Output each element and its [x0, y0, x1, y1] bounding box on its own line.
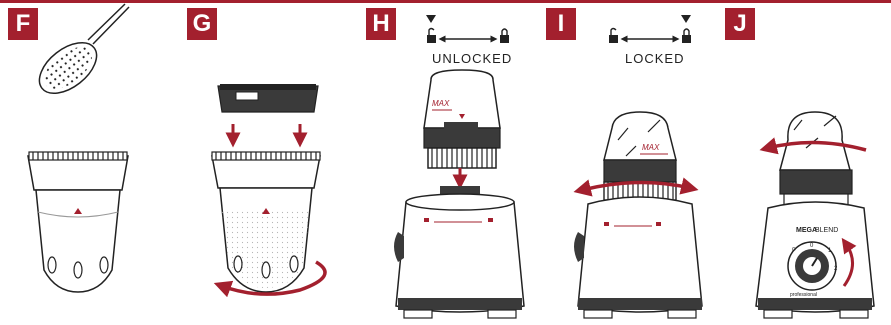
panel-h-lock-indicator: [426, 15, 509, 43]
panel-f-scoop-illustration: [30, 4, 129, 103]
triangle-indicator-icon: [681, 15, 691, 23]
lock-open-icon: [609, 29, 618, 44]
triangle-indicator-icon: [426, 15, 436, 23]
panel-j-blender-illustration: MEGA BLEND 0 1 2 P professional: [756, 112, 874, 318]
arrow-down-icon: [233, 124, 300, 140]
lock-closed-icon: [500, 29, 509, 43]
panel-i-lock-indicator: [609, 15, 691, 43]
panel-g-cup-illustration: [212, 152, 320, 292]
max-mark: MAX: [432, 99, 450, 108]
dial-p: P: [792, 248, 796, 254]
panel-f-cup-illustration: [28, 152, 128, 292]
lock-open-icon: [427, 29, 436, 44]
panel-g-lid: [218, 84, 318, 112]
panel-i-blender-illustration: MAX: [574, 112, 702, 318]
panel-h-cup-illustration: MAX: [424, 70, 500, 168]
logo-text: professional: [790, 292, 817, 298]
lock-closed-icon: [682, 29, 691, 43]
brand-mega: MEGA: [796, 227, 817, 234]
panel-h-base-illustration: [394, 186, 524, 318]
scoop-handle: [88, 4, 125, 40]
max-mark: MAX: [642, 143, 660, 152]
brand-blend: BLEND: [815, 227, 838, 234]
